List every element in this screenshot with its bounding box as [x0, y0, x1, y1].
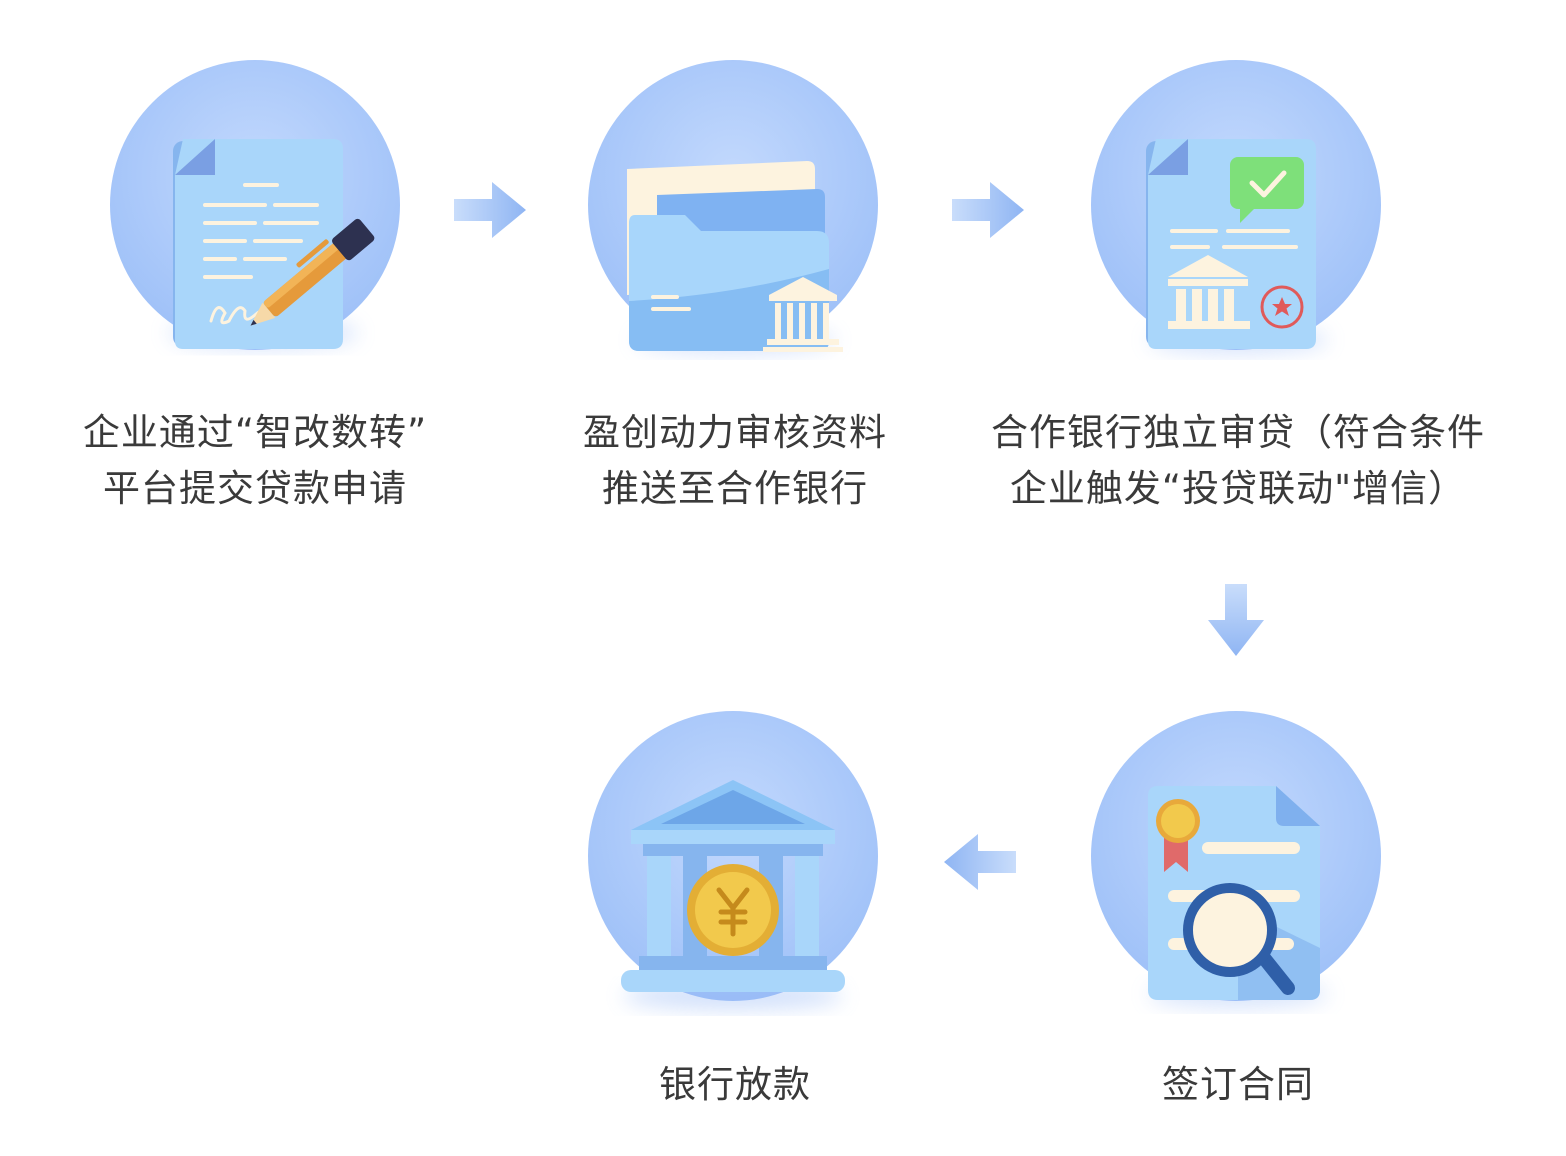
step-disburse-line-1: 银行放款: [659, 1063, 811, 1106]
bank-coin-icon: [588, 711, 878, 1010]
step-apply-line-1: 企业通过“智改数转”: [82, 411, 428, 454]
step-disburse-label: 银行放款: [585, 1057, 885, 1113]
step-review: [585, 55, 885, 355]
contract-magnifier-icon: [1091, 711, 1381, 1008]
arrow-left: [942, 832, 1018, 892]
arrow-down: [1206, 582, 1266, 658]
yuan-coin-icon: [687, 864, 779, 956]
step-contract: [1088, 708, 1388, 1008]
step-review-line-2: 推送至合作银行: [602, 467, 868, 510]
magnifier-icon: [1183, 883, 1295, 995]
step-approve-line-2: 企业触发“投贷联动"增信）: [1009, 467, 1467, 510]
approved-document-icon: [1091, 60, 1381, 354]
step-review-label: 盈创动力审核资料 推送至合作银行: [545, 405, 925, 517]
document-pen-icon: [110, 60, 400, 350]
arrow-right-1: [452, 180, 528, 240]
folder-bank-icon: [588, 60, 878, 354]
step-apply: [105, 55, 405, 355]
arrow-right-2: [950, 180, 1026, 240]
check-bubble-icon: [1230, 157, 1304, 223]
seal-icon: [1260, 285, 1304, 329]
step-contract-label: 签订合同: [1088, 1057, 1388, 1113]
award-ribbon-icon: [1156, 799, 1200, 872]
step-apply-label: 企业通过“智改数转” 平台提交贷款申请: [35, 405, 475, 517]
step-disburse: [585, 708, 885, 1010]
step-approve-line-1: 合作银行独立审贷（符合条件: [991, 411, 1485, 454]
step-approve: [1088, 55, 1388, 355]
step-approve-label: 合作银行独立审贷（符合条件 企业触发“投贷联动"增信）: [968, 405, 1508, 517]
step-review-line-1: 盈创动力审核资料: [583, 411, 887, 454]
step-contract-line-1: 签订合同: [1162, 1063, 1314, 1106]
step-apply-line-2: 平台提交贷款申请: [103, 467, 407, 510]
